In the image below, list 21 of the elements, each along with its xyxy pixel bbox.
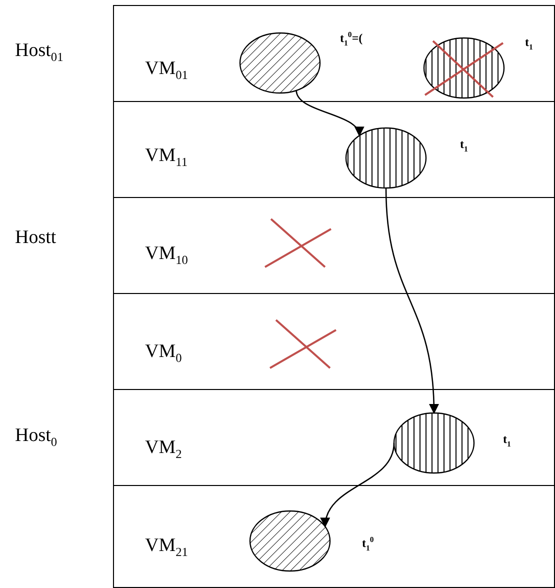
vm-label: VM$_{0}$: [145, 341, 182, 366]
arrow: [321, 442, 395, 528]
hatched-ellipse: [249, 510, 331, 572]
time-label: t$_{1}$$^{0}$=(: [340, 30, 363, 48]
vm-label: VM$_{21}$: [145, 535, 188, 560]
hatched-ellipse: [393, 412, 475, 474]
vm-label: VM$_{11}$: [145, 145, 188, 170]
host-label: Host$_{01}$: [15, 40, 64, 65]
time-label: t$_{1}$: [460, 137, 468, 154]
host-label: Hostt: [15, 227, 56, 249]
crossed-out-hatched-ellipse: [423, 37, 505, 99]
arrow: [296, 90, 362, 137]
time-label: t$_{1}$: [525, 35, 533, 52]
hatched-ellipse: [345, 127, 427, 189]
time-label: t$_{1}$: [503, 432, 511, 448]
vm-label: VM$_{01}$: [145, 58, 188, 83]
vm-label: VM$_{2}$: [145, 437, 182, 462]
vm-label: VM$_{10}$: [145, 243, 188, 268]
host-label: Host$_{0}$: [15, 425, 58, 450]
arrow: [385, 188, 439, 414]
hatched-ellipse: [239, 32, 321, 94]
